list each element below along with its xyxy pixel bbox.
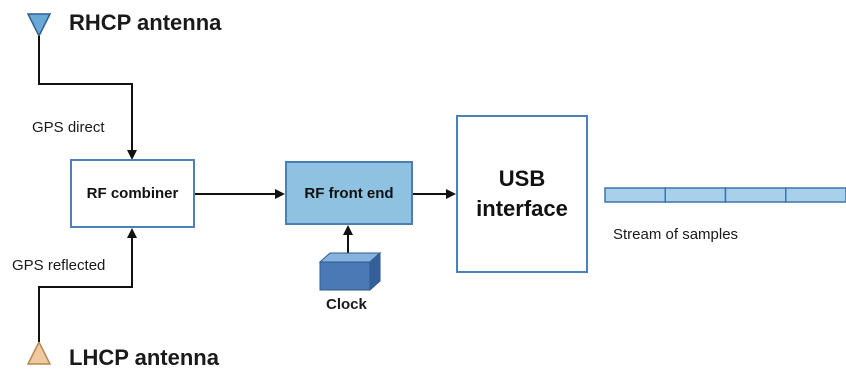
- rhcp-antenna-label: RHCP antenna: [69, 10, 222, 35]
- stream-of-samples-label: Stream of samples: [613, 226, 739, 243]
- stream-segment: [604, 187, 666, 203]
- stream-segment: [664, 187, 727, 203]
- lhcp-antenna-label: LHCP antenna: [69, 345, 219, 370]
- gps-direct-label: GPS direct: [32, 119, 105, 136]
- usb-interface-block: USB interface: [456, 115, 588, 273]
- rf-combiner-label: RF combiner: [86, 185, 179, 202]
- rf-front-end-label: RF front end: [304, 184, 394, 202]
- wire-reflected: [38, 228, 137, 342]
- gps-reflected-label: GPS reflected: [12, 257, 106, 274]
- clock-label: Clock: [326, 296, 367, 313]
- clock-cube-icon: [318, 251, 382, 292]
- stream-segment: [785, 187, 846, 203]
- wire-direct: [38, 36, 137, 160]
- sample-stream-bar: [604, 187, 846, 203]
- usb-label-line2: interface: [476, 196, 568, 221]
- rf-combiner-block: RF combiner: [70, 159, 195, 228]
- usb-label-line1: USB: [498, 166, 546, 191]
- stream-segment: [724, 187, 787, 203]
- lhcp-antenna-icon: [26, 340, 52, 365]
- rhcp-antenna-icon: [26, 13, 52, 38]
- rf-front-end-block: RF front end: [285, 161, 413, 225]
